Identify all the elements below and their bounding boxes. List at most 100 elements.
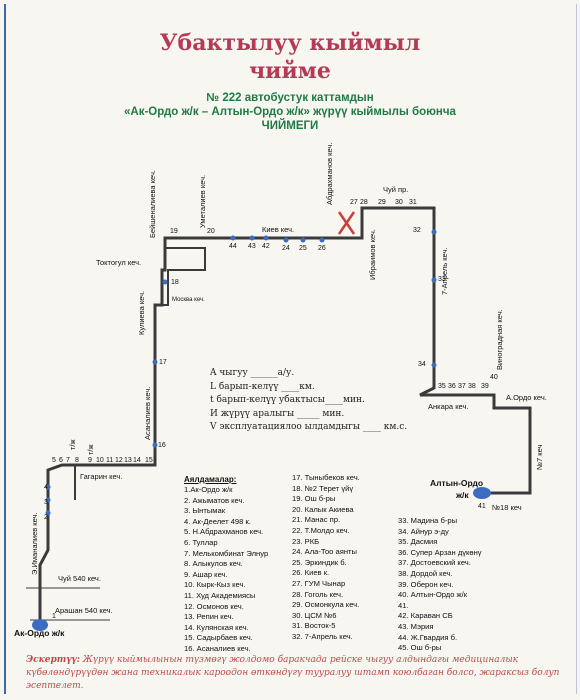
legend-item: 14. Кулянская кеч. <box>184 622 249 632</box>
stop-dot-16 <box>152 442 158 448</box>
street-chuy-top: Чуй пр. <box>383 185 409 194</box>
street-gagarin: Гагарин кеч. <box>80 472 123 481</box>
legend-col-3: 33. Мадина б-ры 34. Айнур э-ду 35. Дасми… <box>398 516 482 654</box>
street-vinogradnaya: Виноградная кеч. <box>495 309 504 370</box>
stop-dot-34 <box>431 362 437 368</box>
stop-number-29: 29 <box>378 199 386 206</box>
legend-item: 36. Супер Арзан дүкөнү <box>398 547 482 557</box>
stop-number-9: 9 <box>88 457 92 464</box>
legend-col-2: 17. Тыныбеков кеч. 18. №2 Терет үйү 19. … <box>292 473 360 643</box>
stop-number-10: 10 <box>96 457 104 464</box>
stop-dot-2 <box>45 510 51 516</box>
footnote-text: Жүрүү кыймылынын түзмөгү жолдомо баракча… <box>26 655 560 691</box>
street-kulieva: Кулиева кеч. <box>137 290 146 335</box>
stop-dot-42 <box>263 235 269 241</box>
legend-item: 28. Гоголь кеч. <box>292 589 344 599</box>
street-kiev: Киев кеч. <box>262 225 295 234</box>
street-moskva: Москва кеч. <box>172 297 205 303</box>
legend-item: 7. Мелькомбинат Элнур <box>184 548 269 558</box>
stop-number-8: 8 <box>75 457 79 464</box>
legend-item: 33. Мадина б-ры <box>398 516 458 525</box>
street-ibraimov: Ибраимов кеч. <box>368 229 377 280</box>
legend-col-1: 1.Ак-Ордо ж/к 2. Ажыматов кеч. 3. Ынтыма… <box>184 485 268 655</box>
stop-dot-33 <box>431 277 437 283</box>
subtitle-line2: «Ак-Ордо ж/к – Алтын-Ордо ж/к» жүрүү кый… <box>124 106 456 118</box>
legend-item: 25. Эркиндик б. <box>292 557 347 567</box>
stop-number-17: 17 <box>159 359 167 366</box>
stop-number-38: 38 <box>468 383 476 390</box>
stop-number-31: 31 <box>409 199 417 206</box>
info-interval: И жүрүү аралыгы _____ мин. <box>210 408 345 419</box>
stop-number-2: 2 <box>44 514 48 521</box>
stop-number-35: 35 <box>438 383 446 390</box>
closed-mark-b <box>337 211 356 235</box>
legend-item: 3. Ынтымак <box>184 506 226 516</box>
legend-item: 34. Айнур э-ду <box>398 526 449 536</box>
legend-item: 45. Ош б-ры <box>398 643 442 653</box>
stop-dot-17 <box>152 359 158 365</box>
stop-number-7: 7 <box>66 457 70 464</box>
footnote: Эскертүү: Жүрүү кыймылынын түзмөгү жолдо… <box>26 654 561 693</box>
legend-item: 26. Киев к. <box>292 568 330 578</box>
street-abdrakhmanov: Абдрахманов кеч. <box>325 142 334 205</box>
terminal-start-label: Ак-Ордо ж/к <box>14 628 65 638</box>
subtitle-line1: № 222 автобустук каттамдын <box>206 92 374 104</box>
stop-dot-26 <box>319 237 325 243</box>
legend-item: 29. Осмонкула кеч. <box>292 600 360 610</box>
legend-item: 23. РКБ <box>292 536 320 546</box>
terminal-end-label-1: Алтын-Ордо <box>430 478 484 488</box>
legend-item: 17. Тыныбеков кеч. <box>292 473 360 482</box>
legend-item: 5. Н.Абдрахманов кеч. <box>184 527 264 537</box>
street-n18: №18 кеч <box>492 503 522 512</box>
street-arashan: Арашан 540 кеч. <box>55 606 113 615</box>
legend-item: 12. Осмонов кеч. <box>184 601 244 611</box>
legend-item: 4. Ак-Деелет 498 к. <box>184 516 251 526</box>
legend-item: 19. Ош б-ры <box>292 494 336 504</box>
legend-item: 6. Туллар <box>184 537 218 547</box>
stop-number-32: 32 <box>413 227 421 234</box>
legend-item: 16. Асаналиев кеч. <box>184 643 251 653</box>
street-n7: №7 кеч <box>535 444 544 471</box>
legend-item: 39. Оберон кеч. <box>398 579 454 589</box>
route-line <box>38 206 532 625</box>
stop-number-25: 25 <box>299 245 307 252</box>
legend-item: 43. Мэрия <box>398 621 434 631</box>
legend-item: 37. Достоевский кеч. <box>398 558 471 568</box>
stop-number-24: 24 <box>282 245 290 252</box>
legend-item: 15. Садырбаев кеч. <box>184 633 253 643</box>
stop-dot-3 <box>45 497 51 503</box>
stop-number-28: 28 <box>360 199 368 206</box>
legend-item: 11. Худ Академиясы <box>184 590 256 600</box>
stop-number-16: 16 <box>158 442 166 449</box>
legend-item: 31. Восток-5 <box>292 621 336 631</box>
legend-item: 40. Алтын-Ордо ж/к <box>398 590 468 600</box>
stop-number-41: 41 <box>478 503 486 510</box>
legend-item: 35. Дасмия <box>398 537 438 547</box>
legend-item: 32. 7-Апрель кеч. <box>292 631 353 641</box>
legend-item: 1.Ак-Ордо ж/к <box>184 485 233 494</box>
street-umetaliev: Уметалиев кеч. <box>198 174 207 228</box>
stop-number-34: 34 <box>418 361 426 368</box>
street-tzh-1: т/ж <box>68 439 77 450</box>
stop-number-3: 3 <box>44 499 48 506</box>
stop-number-15: 15 <box>145 457 153 464</box>
stop-dot-32 <box>431 229 437 235</box>
stop-number-4: 4 <box>44 484 48 491</box>
legend-item: 38. Дордой кеч. <box>398 568 453 578</box>
street-tzh-2: т/ж <box>86 444 95 455</box>
legend-item: 18. №2 Терет үйү <box>292 483 354 493</box>
stop-number-30: 30 <box>395 199 403 206</box>
stop-number-27: 27 <box>350 199 358 206</box>
info-round-trip-distance: L барып-келүү ____км. <box>210 381 315 392</box>
stop-dot-18 <box>162 279 168 285</box>
terminal-end-label-2: ж/к <box>456 490 469 500</box>
route-info: A чыгуу ______а/у. L барып-келүү ____км.… <box>210 367 407 435</box>
legend-item: 27. ГУМ Чынар <box>292 578 346 588</box>
info-departures: A чыгуу ______а/у. <box>210 368 295 378</box>
stop-dot-24 <box>283 237 289 243</box>
stop-number-39: 39 <box>481 383 489 390</box>
stop-number-1: 1 <box>52 613 56 620</box>
stop-number-12: 12 <box>115 457 123 464</box>
stop-number-6: 6 <box>59 457 63 464</box>
title-line2: чийме <box>249 58 331 84</box>
